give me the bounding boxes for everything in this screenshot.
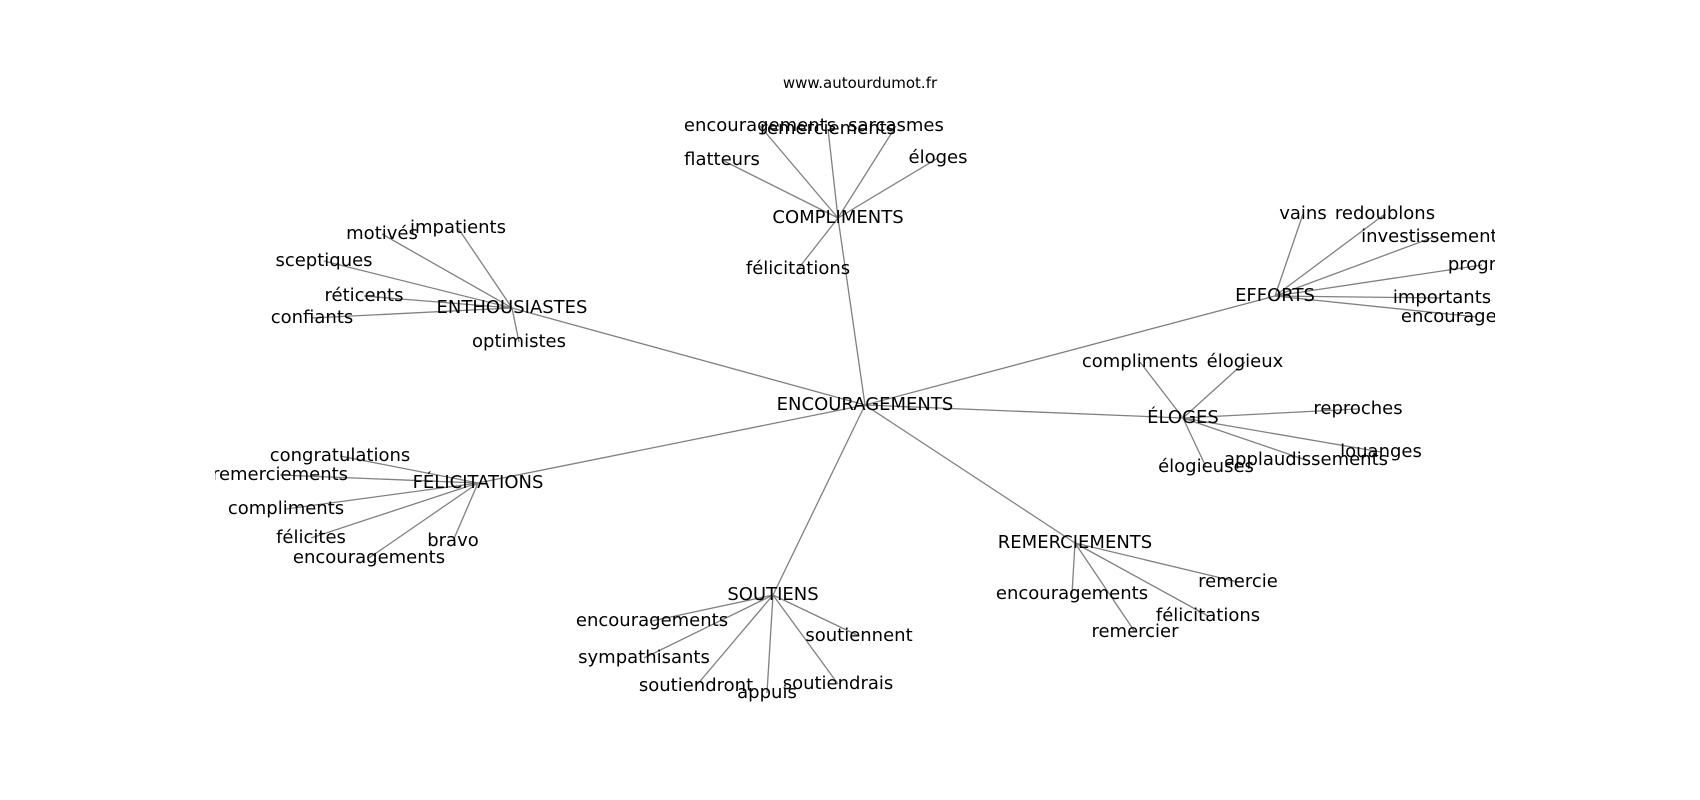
edge-cluster-to-leaf bbox=[511, 307, 520, 343]
leaf-node-label: encouragements bbox=[996, 583, 1148, 604]
leaf-node-label: vains bbox=[1279, 203, 1326, 224]
edge-cluster-to-leaf bbox=[1074, 542, 1209, 617]
leaf-node-label: soutiendront bbox=[639, 675, 753, 696]
edge-center-to-cluster bbox=[511, 307, 866, 406]
edge-center-to-cluster bbox=[837, 217, 866, 406]
cluster-node-label: SOUTIENS bbox=[727, 584, 818, 605]
edge-cluster-to-leaf bbox=[837, 125, 897, 219]
edge-cluster-to-leaf bbox=[381, 233, 513, 309]
edge-cluster-to-leaf bbox=[721, 159, 839, 219]
edge-cluster-to-leaf bbox=[772, 594, 860, 637]
leaf-node-label: motivés bbox=[346, 223, 418, 244]
node-labels: encouragementsremerciementssarcasmesflat… bbox=[212, 115, 1553, 703]
edge-cluster-to-leaf bbox=[339, 455, 479, 484]
leaf-node-label: optimistes bbox=[472, 331, 566, 352]
edge-cluster-to-leaf bbox=[310, 482, 479, 539]
leaf-node-label: sceptiques bbox=[275, 250, 372, 271]
leaf-node-label: encouragements bbox=[576, 610, 728, 631]
edge-cluster-to-leaf bbox=[279, 474, 479, 484]
leaf-node-label: sarcasmes bbox=[848, 115, 944, 136]
leaf-node-label: compliments bbox=[1082, 351, 1198, 372]
leaf-node-label: remerciements bbox=[212, 464, 348, 485]
edge-cluster-to-leaf bbox=[827, 128, 839, 219]
edge-cluster-to-leaf bbox=[1274, 295, 1478, 318]
edge-cluster-to-leaf bbox=[1182, 361, 1246, 419]
leaf-node-label: élogieux bbox=[1207, 351, 1284, 372]
edge-cluster-to-leaf bbox=[766, 594, 774, 694]
edge-cluster-to-leaf bbox=[1182, 408, 1359, 419]
edge-center-to-cluster bbox=[772, 404, 866, 596]
edge-cluster-to-leaf bbox=[759, 125, 839, 219]
edge-cluster-to-leaf bbox=[1274, 295, 1443, 299]
leaf-node-label: félicites bbox=[276, 527, 346, 548]
edge-center-to-cluster bbox=[864, 404, 1076, 544]
edge-cluster-to-leaf bbox=[285, 482, 479, 510]
leaf-node-label: éloges bbox=[909, 147, 968, 168]
edge-cluster-to-leaf bbox=[1182, 417, 1382, 453]
center-node-label: ENCOURAGEMENTS bbox=[777, 394, 954, 415]
leaf-node-label: compliments bbox=[228, 498, 344, 519]
leaf-node-label: impatients bbox=[410, 217, 506, 238]
edge-cluster-to-leaf bbox=[1274, 213, 1386, 297]
leaf-node-label: reproches bbox=[1313, 398, 1402, 419]
cluster-node-label: REMERCIEMENTS bbox=[998, 532, 1152, 553]
leaf-node-label: applaudissements bbox=[1224, 449, 1388, 470]
leaf-node-label: remercier bbox=[1091, 621, 1179, 642]
edge-cluster-to-leaf bbox=[651, 594, 774, 622]
edge-center-to-cluster bbox=[864, 295, 1276, 406]
edge-cluster-to-leaf bbox=[323, 260, 513, 309]
cluster-node-label: COMPLIMENTS bbox=[772, 207, 903, 228]
cluster-node-label: ÉLOGES bbox=[1147, 406, 1219, 428]
leaf-node-label: flatteurs bbox=[684, 149, 760, 170]
edge-cluster-to-leaf bbox=[452, 482, 479, 542]
edge-cluster-to-leaf bbox=[1139, 361, 1184, 419]
edge-cluster-to-leaf bbox=[1071, 542, 1076, 595]
leaf-node-label: soutiendrais bbox=[783, 673, 894, 694]
edges bbox=[279, 125, 1483, 694]
cluster-node-label: FÉLICITATIONS bbox=[413, 471, 544, 493]
edge-cluster-to-leaf bbox=[457, 227, 513, 309]
edge-cluster-to-leaf bbox=[797, 217, 839, 270]
cluster-node-label: EFFORTS bbox=[1235, 285, 1315, 306]
edge-cluster-to-leaf bbox=[1074, 542, 1136, 633]
leaf-node-label: élogieuses bbox=[1158, 456, 1254, 477]
leaf-node-label: sympathisants bbox=[578, 647, 710, 668]
leaf-node-label: louanges bbox=[1340, 441, 1422, 462]
leaf-node-label: progrès bbox=[1448, 254, 1516, 275]
leaf-node-label: réticents bbox=[325, 285, 404, 306]
leaf-node-label: soutiennent bbox=[805, 625, 912, 646]
edge-cluster-to-leaf bbox=[1074, 542, 1239, 583]
edge-cluster-to-leaf bbox=[1182, 417, 1207, 468]
leaf-node-label: importants bbox=[1393, 287, 1491, 308]
leaf-node-label: confiants bbox=[271, 307, 354, 328]
edge-cluster-to-leaf bbox=[363, 295, 513, 309]
edge-cluster-to-leaf bbox=[1274, 264, 1483, 297]
cluster-node-label: ENTHOUSIASTES bbox=[437, 297, 588, 318]
edge-cluster-to-leaf bbox=[695, 594, 774, 687]
leaf-node-label: appuis bbox=[737, 682, 797, 703]
edge-cluster-to-leaf bbox=[772, 594, 839, 685]
leaf-node-label: encouragements bbox=[684, 115, 836, 136]
leaf-node-label: remerciements bbox=[760, 118, 896, 139]
edge-center-to-cluster bbox=[864, 404, 1184, 419]
edge-center-to-cluster bbox=[477, 404, 866, 484]
leaf-node-label: investissements bbox=[1361, 226, 1507, 247]
edge-cluster-to-leaf bbox=[368, 482, 479, 559]
leaf-node-label: bravo bbox=[427, 530, 479, 551]
leaf-node-label: redoublons bbox=[1335, 203, 1435, 224]
edge-cluster-to-leaf bbox=[643, 594, 774, 659]
edge-cluster-to-leaf bbox=[1274, 213, 1304, 297]
edge-cluster-to-leaf bbox=[311, 307, 513, 319]
edge-cluster-to-leaf bbox=[1274, 236, 1435, 297]
leaf-node-label: félicitations bbox=[746, 258, 850, 279]
leaf-node-label: encouragements bbox=[293, 547, 445, 568]
source-label: www.autourdumot.fr bbox=[783, 74, 938, 92]
leaf-node-label: félicitations bbox=[1156, 605, 1260, 626]
leaf-node-label: remercie bbox=[1198, 571, 1278, 592]
edge-cluster-to-leaf bbox=[1182, 417, 1307, 461]
edge-cluster-to-leaf bbox=[837, 157, 939, 219]
leaf-node-label: encouragements bbox=[1401, 306, 1553, 327]
leaf-node-label: congratulations bbox=[270, 445, 411, 466]
